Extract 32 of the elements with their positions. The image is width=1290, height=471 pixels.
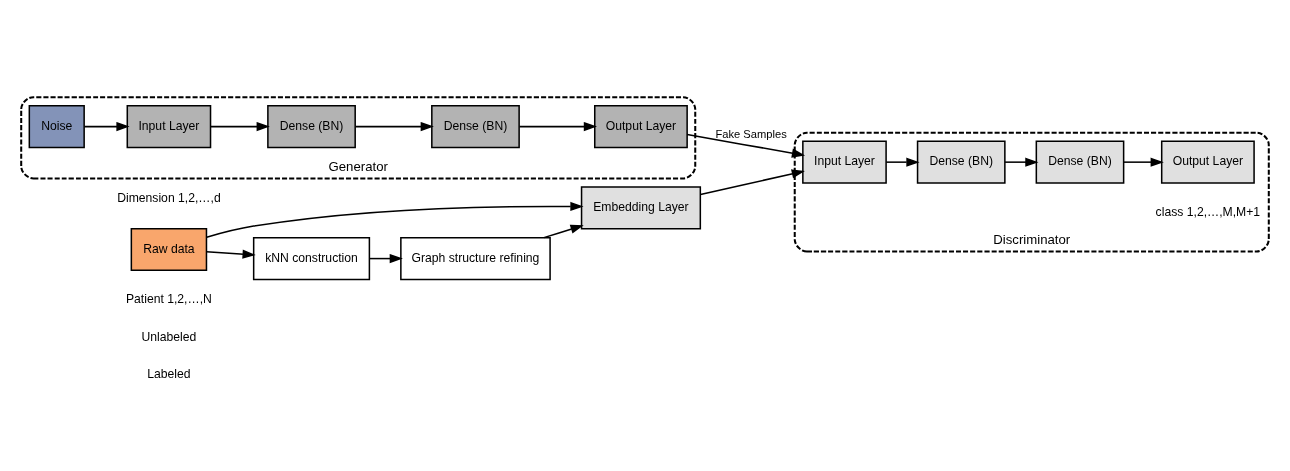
arrow (543, 224, 584, 238)
arrow (518, 121, 597, 131)
arrow (209, 121, 270, 131)
edge-label: Fake Samples (715, 127, 787, 140)
arrow (885, 157, 920, 167)
node-box: kNN construction (252, 236, 371, 280)
arrow (205, 249, 256, 259)
node-box: Graph structure refining (400, 236, 551, 280)
node-box: Dense (BN) (1035, 140, 1125, 184)
arrow (1123, 157, 1164, 167)
arrow (354, 121, 434, 131)
node-box: Raw data (130, 227, 208, 271)
node-box: Output Layer (1160, 140, 1255, 184)
node-label: Labeled (147, 366, 191, 381)
arrow (1004, 157, 1039, 167)
node-box: Dense (BN) (431, 104, 520, 148)
arrow (368, 253, 403, 263)
arrow (699, 168, 805, 195)
node-box: Input Layer (802, 140, 887, 184)
node-box: Dense (BN) (267, 104, 356, 148)
node-label: Patient 1,2,…,N (125, 291, 212, 306)
arrow (686, 133, 806, 158)
node-box: Noise (28, 104, 85, 148)
arrow (205, 201, 584, 238)
node-box: Output Layer (594, 104, 688, 148)
node-box: Input Layer (126, 104, 212, 148)
node-label: class 1,2,…,M,M+1 (1155, 204, 1261, 219)
node-label: Dimension 1,2,…,d (117, 190, 221, 205)
arrow (83, 121, 130, 131)
node-box: Embedding Layer (580, 185, 702, 229)
node-box: Dense (BN) (916, 140, 1006, 184)
node-label: Unlabeled (141, 329, 197, 344)
